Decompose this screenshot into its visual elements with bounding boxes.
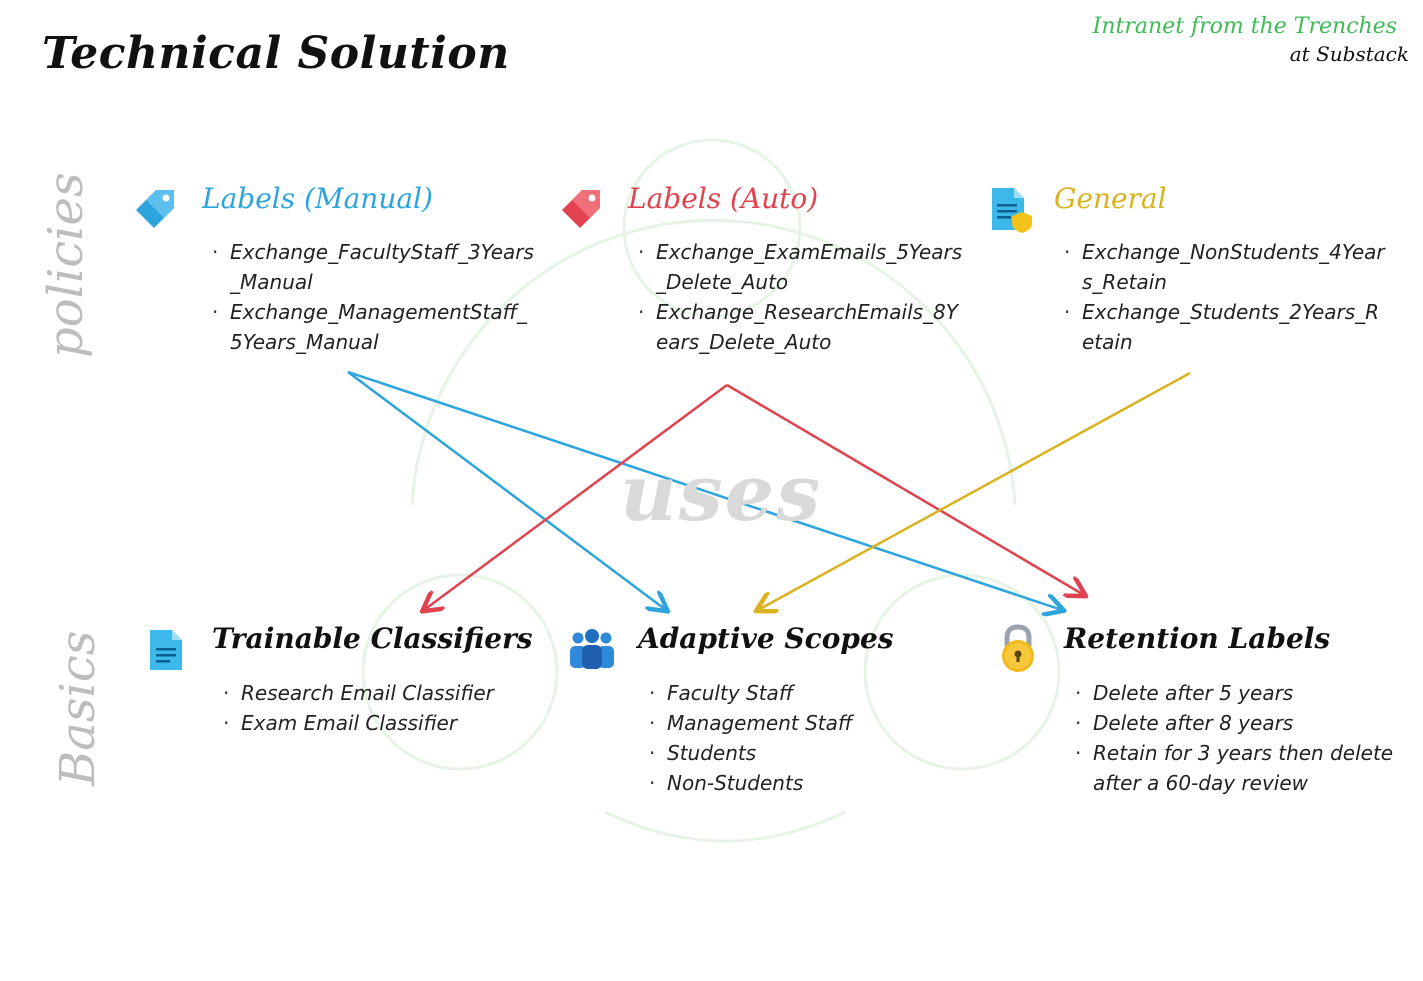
document-icon: [148, 628, 184, 672]
connection-general-to-scopes: [758, 371, 1191, 610]
connection-lines: [347, 370, 1191, 610]
tag-icon: [560, 186, 604, 230]
side-label-policies: policies: [38, 172, 94, 358]
connection-auto-to-classifiers: [424, 383, 728, 610]
policy-heading-labels-auto: Labels (Auto): [628, 182, 819, 215]
basic-list-trainable-classifiers: Research Email Classifier Exam Email Cla…: [219, 678, 539, 738]
people-icon: [568, 628, 616, 670]
policy-list-labels-auto: Exchange_ExamEmails_5Years_Delete_Auto E…: [634, 237, 964, 357]
brand-subtitle: at Substack: [1289, 42, 1409, 66]
bg-arc-bottom: [604, 810, 846, 843]
list-item: Exchange_ExamEmails_5Years_Delete_Auto: [634, 237, 964, 297]
list-item: Research Email Classifier: [219, 678, 539, 708]
tag-icon: [134, 186, 178, 230]
list-item: Students: [645, 738, 945, 768]
lock-icon: [998, 624, 1038, 674]
bg-arc-large: [410, 218, 1017, 506]
list-item: Delete after 8 years: [1071, 708, 1401, 738]
connection-manual-to-scopes: [347, 370, 666, 610]
list-item: Exchange_FacultyStaff_3Years_Manual: [208, 237, 538, 297]
list-item: Exchange_ManagementStaff_5Years_Manual: [208, 297, 538, 357]
list-item: Exchange_NonStudents_4Years_Retain: [1060, 237, 1390, 297]
policy-list-labels-manual: Exchange_FacultyStaff_3Years_Manual Exch…: [208, 237, 538, 357]
list-item: Exchange_Students_2Years_Retain: [1060, 297, 1390, 357]
list-item: Exchange_ResearchEmails_8Years_Delete_Au…: [634, 297, 964, 357]
list-item: Faculty Staff: [645, 678, 945, 708]
brand-name: Intranet from the Trenches: [1092, 14, 1397, 39]
bg-circle-left: [361, 573, 559, 771]
basic-list-retention-labels: Delete after 5 years Delete after 8 year…: [1071, 678, 1401, 798]
policy-heading-general: General: [1054, 182, 1167, 215]
basic-heading-trainable-classifiers: Trainable Classifiers: [212, 622, 533, 655]
basic-heading-adaptive-scopes: Adaptive Scopes: [638, 622, 894, 655]
list-item: Delete after 5 years: [1071, 678, 1401, 708]
side-label-basics: Basics: [50, 630, 106, 786]
page-title: Technical Solution: [42, 28, 510, 79]
list-item: Non-Students: [645, 768, 945, 798]
policy-list-general: Exchange_NonStudents_4Years_Retain Excha…: [1060, 237, 1390, 357]
basic-heading-retention-labels: Retention Labels: [1064, 622, 1331, 655]
policy-heading-labels-manual: Labels (Manual): [202, 182, 433, 215]
basic-list-adaptive-scopes: Faculty Staff Management Staff Students …: [645, 678, 945, 798]
list-item: Retain for 3 years then delete after a 6…: [1071, 738, 1401, 798]
list-item: Exam Email Classifier: [219, 708, 539, 738]
list-item: Management Staff: [645, 708, 945, 738]
connection-auto-to-retention: [726, 383, 1084, 595]
connection-manual-to-retention: [347, 370, 1062, 610]
center-word-uses: uses: [620, 448, 823, 539]
policy-document-icon: [988, 186, 1034, 234]
bg-circle-right: [863, 573, 1061, 771]
